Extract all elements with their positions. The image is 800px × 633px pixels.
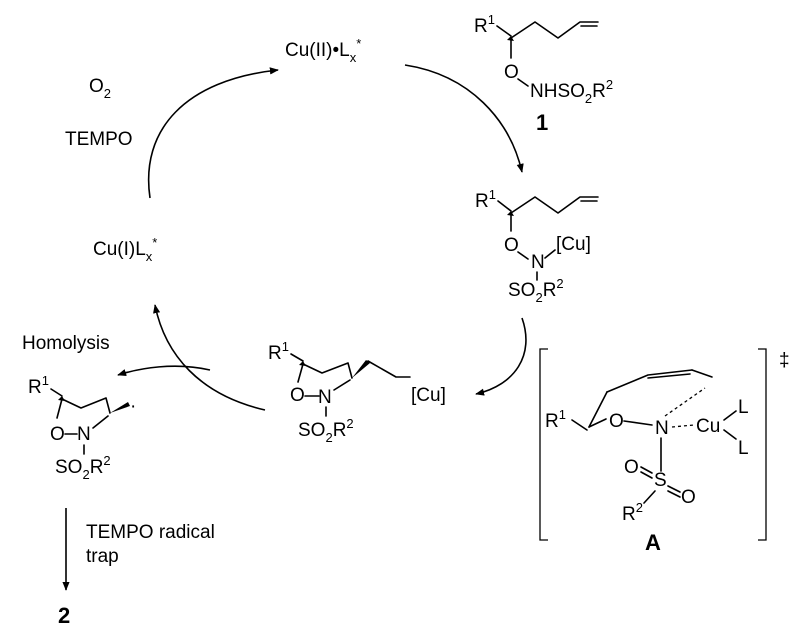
- svg-text:1: 1: [536, 110, 548, 135]
- arrow-homolysis: [117, 365, 211, 376]
- trap-label-line2: trap: [86, 546, 119, 567]
- svg-text:R2: R2: [622, 500, 643, 525]
- svg-text:SO2R2: SO2R2: [298, 416, 354, 445]
- svg-text:Cu(I)Lx*: Cu(I)Lx*: [93, 235, 157, 264]
- svg-text:O: O: [681, 487, 696, 508]
- svg-text:Cu(II)•Lx*: Cu(II)•Lx*: [285, 36, 361, 65]
- cu-amide-intermediate: R1 O N [Cu] SO2R2: [475, 187, 599, 305]
- svg-text:O: O: [609, 411, 624, 432]
- trap-label-line1: TEMPO radical: [86, 522, 215, 543]
- svg-text:[Cu]: [Cu]: [556, 234, 591, 255]
- svg-text:Cu: Cu: [696, 416, 720, 437]
- cu1-catalyst-label: Cu(I)Lx*: [93, 235, 157, 264]
- svg-text:L: L: [738, 397, 749, 418]
- product-2-label: 2: [58, 603, 70, 628]
- substrate-1: R1 O NHSO2R2 1: [474, 12, 613, 135]
- svg-text:N: N: [77, 424, 91, 445]
- svg-text:R1: R1: [268, 339, 289, 364]
- arrow-cyclization: [475, 317, 527, 396]
- alkyl-copper-isoxazolidine: R1 [Cu] O N SO2R2: [268, 339, 446, 445]
- svg-text:A: A: [645, 530, 661, 555]
- svg-text:N: N: [531, 252, 545, 273]
- tempo-label: TEMPO: [65, 129, 133, 150]
- svg-text:O: O: [504, 235, 519, 256]
- svg-text:O: O: [50, 424, 65, 445]
- svg-text:SO2R2: SO2R2: [55, 453, 111, 482]
- oxygen-label: O2: [89, 76, 111, 101]
- svg-text:L: L: [738, 438, 749, 459]
- svg-text:S: S: [654, 470, 667, 491]
- svg-text:Homolysis: Homolysis: [22, 333, 110, 354]
- svg-text:·: ·: [130, 396, 136, 417]
- svg-text:R1: R1: [475, 187, 496, 212]
- svg-text:N: N: [318, 387, 332, 408]
- svg-text:R1: R1: [28, 373, 49, 398]
- svg-text:‡: ‡: [779, 350, 790, 371]
- svg-text:O: O: [290, 385, 305, 406]
- carbon-radical-intermediate: Homolysis R1 · O N SO2R2: [22, 333, 136, 482]
- svg-text:R1: R1: [545, 407, 566, 432]
- svg-text:O: O: [504, 62, 519, 83]
- svg-text:NHSO2R2: NHSO2R2: [530, 77, 613, 106]
- svg-text:O2: O2: [89, 76, 111, 101]
- transition-state-a: ‡ R1 O N Cu L L O S O R2 A: [539, 348, 790, 555]
- arrow-to-cu1: [153, 304, 266, 411]
- arrow-regeneration: [147, 67, 279, 199]
- svg-text:SO2R2: SO2R2: [508, 276, 564, 305]
- svg-text:N: N: [655, 418, 669, 439]
- svg-text:[Cu]: [Cu]: [411, 385, 446, 406]
- svg-text:R1: R1: [474, 12, 495, 37]
- arrow-to-substrate: [404, 64, 524, 173]
- cu2-catalyst-label: Cu(II)•Lx*: [285, 36, 361, 65]
- svg-text:O: O: [624, 457, 639, 478]
